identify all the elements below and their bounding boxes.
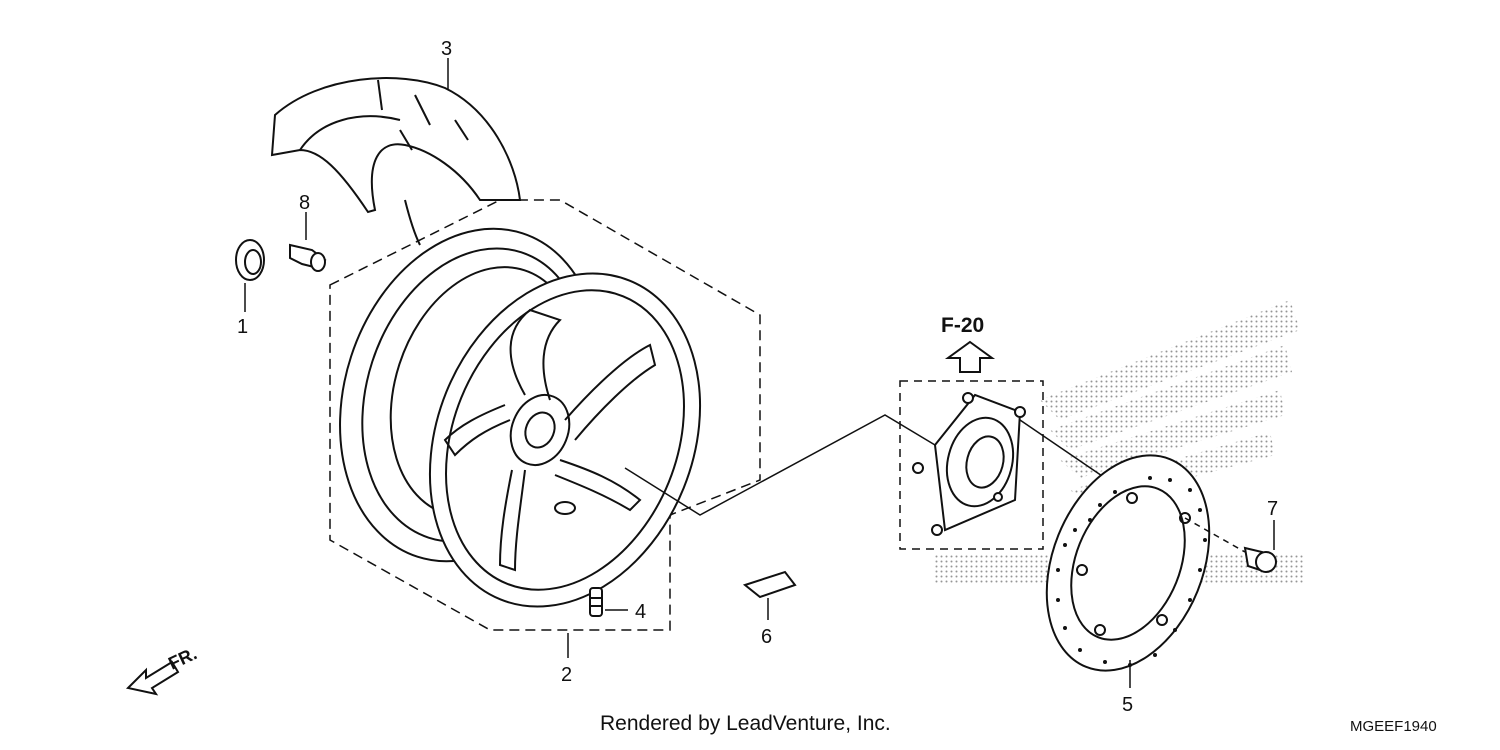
credit-text: Rendered by LeadVenture, Inc.	[600, 712, 891, 735]
callout-5[interactable]: 5	[1122, 694, 1133, 716]
part-1-seal[interactable]	[235, 239, 265, 281]
callout-8[interactable]: 8	[299, 192, 310, 214]
callout-6[interactable]: 6	[761, 626, 772, 648]
disc-holes	[1056, 476, 1207, 667]
callout-4[interactable]: 4	[635, 601, 646, 623]
part-4-valve[interactable]	[589, 587, 603, 617]
callout-2[interactable]: 2	[561, 664, 572, 686]
callout-1[interactable]: 1	[237, 316, 248, 338]
front-direction-arrow: FR.	[125, 643, 200, 696]
callout-3[interactable]: 3	[441, 38, 452, 60]
wheel[interactable]	[299, 195, 749, 648]
diagram-code: MGEEF1940	[1350, 718, 1437, 735]
part-6-weight[interactable]	[742, 570, 797, 599]
hub-flange[interactable]	[912, 392, 1026, 536]
part-5-brake-disc[interactable]	[1017, 431, 1240, 695]
part-7-bolt[interactable]	[1243, 546, 1277, 573]
leader-wheel-hub	[624, 414, 936, 516]
tire[interactable]	[270, 77, 522, 246]
reference-arrow	[944, 340, 996, 373]
callout-7[interactable]: 7	[1267, 498, 1278, 520]
reference-box	[899, 380, 1044, 550]
part-8-collar[interactable]	[289, 243, 327, 272]
reference-label[interactable]: F-20	[941, 314, 984, 337]
assembly-outline	[329, 199, 761, 631]
